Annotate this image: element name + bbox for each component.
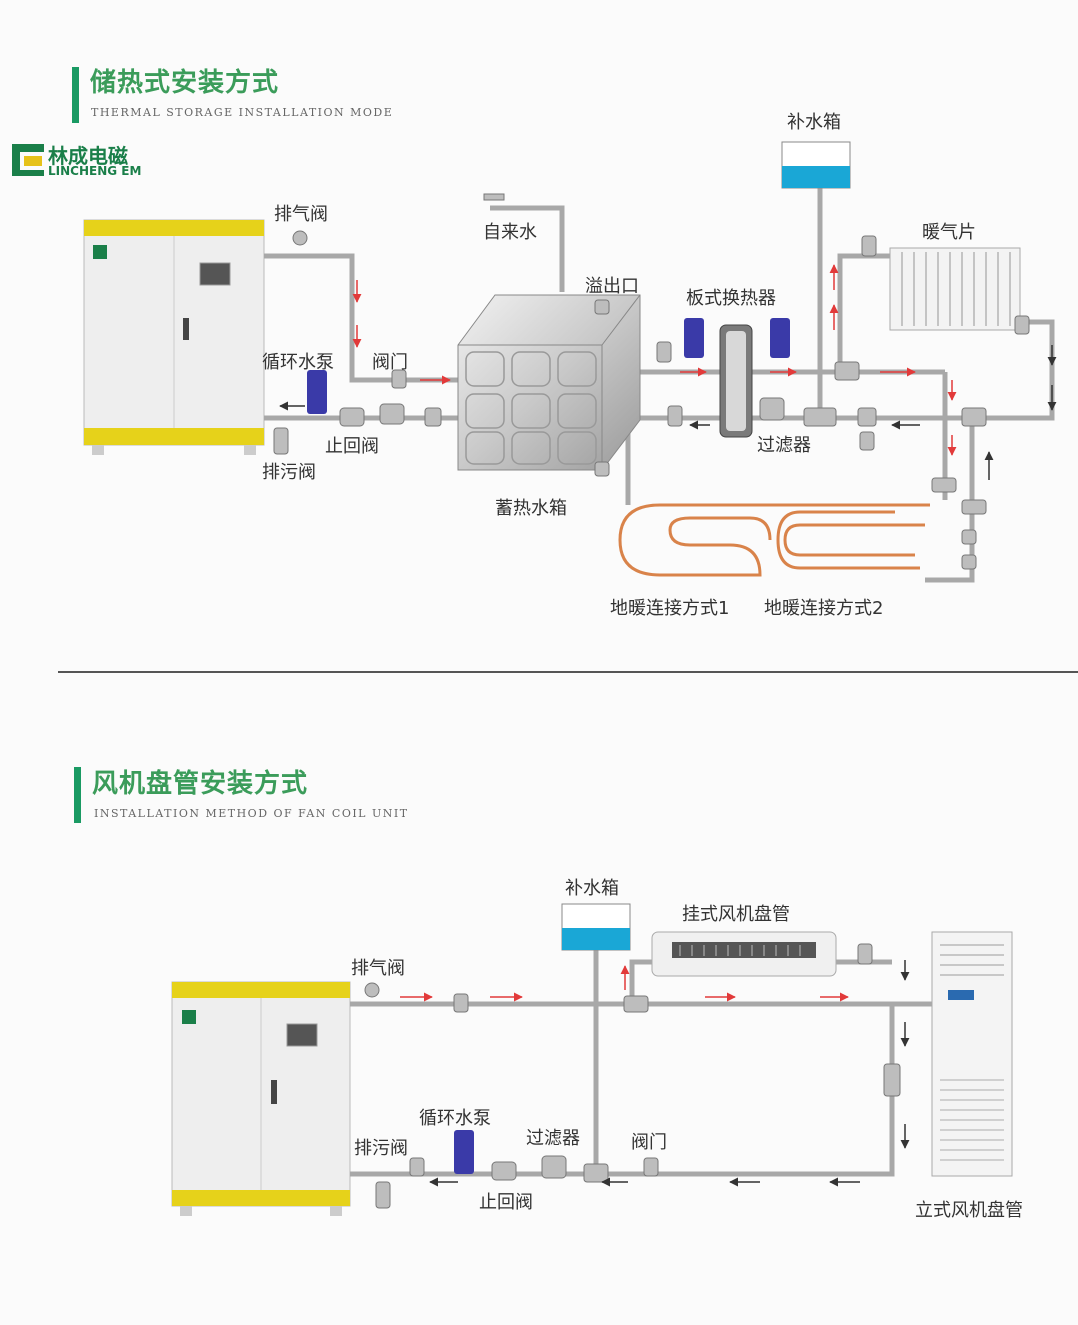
section1-accent-bar xyxy=(72,67,79,123)
storage-tank xyxy=(457,294,641,471)
label-exhaust-valve-2: 排气阀 xyxy=(351,958,405,979)
brand-name-en: LINCHENG EM xyxy=(48,164,142,178)
plate-heat-exchanger xyxy=(719,324,753,438)
label-floor-heat-2: 地暖连接方式2 xyxy=(764,598,884,619)
boiler-unit-1 xyxy=(83,219,265,455)
label-filter-1: 过滤器 xyxy=(757,435,811,456)
floor-fan-coil-unit xyxy=(931,931,1013,1177)
section1-title: 储热式安装方式 xyxy=(90,68,280,98)
section2-accent-bar xyxy=(74,767,81,823)
label-circ-pump-1: 循环水泵 xyxy=(262,352,334,373)
label-circ-pump-2: 循环水泵 xyxy=(419,1108,491,1129)
radiator xyxy=(889,247,1021,331)
floor-heating-coil xyxy=(618,503,930,577)
section1-subtitle: THERMAL STORAGE INSTALLATION MODE xyxy=(91,106,394,119)
valve-icon xyxy=(273,193,1030,570)
flow-arrows xyxy=(352,264,957,456)
makeup-tank-1 xyxy=(781,141,851,189)
label-tap-water: 自来水 xyxy=(483,222,537,243)
section1-diagram xyxy=(83,141,1057,583)
label-filter-2: 过滤器 xyxy=(526,1128,580,1149)
label-overflow: 溢出口 xyxy=(585,276,639,297)
label-valve-2: 阀门 xyxy=(631,1132,667,1153)
valve-icon xyxy=(364,943,901,1209)
section-divider xyxy=(58,671,1078,673)
section2-subtitle: INSTALLATION METHOD OF FAN COIL UNIT xyxy=(94,807,409,820)
makeup-tank-2 xyxy=(561,903,631,951)
label-valve-1: 阀门 xyxy=(372,352,408,373)
brand-logo: 林成电磁 LINCHENG EM xyxy=(8,140,148,180)
wall-fan-coil-unit xyxy=(651,931,837,977)
label-exhaust-valve-1: 排气阀 xyxy=(274,204,328,225)
label-check-valve-2: 止回阀 xyxy=(479,1192,533,1213)
circulation-pump-icon xyxy=(454,1130,474,1174)
brand-logo-icon xyxy=(12,144,44,176)
section2-title: 风机盘管安装方式 xyxy=(92,769,309,799)
label-makeup-tank-2: 补水箱 xyxy=(565,878,619,899)
label-drain-valve-2: 排污阀 xyxy=(354,1138,408,1159)
label-drain-valve-1: 排污阀 xyxy=(262,462,316,483)
label-floor-fan-coil: 立式风机盘管 xyxy=(915,1200,1023,1221)
boiler-unit-2 xyxy=(171,981,351,1216)
brand-name-cn: 林成电磁 xyxy=(48,144,128,168)
label-check-valve-1: 止回阀 xyxy=(325,436,379,457)
label-makeup-tank-1: 补水箱 xyxy=(787,112,841,133)
label-radiator: 暖气片 xyxy=(922,222,976,243)
label-storage-tank: 蓄热水箱 xyxy=(495,498,567,519)
circulation-pump-icon xyxy=(307,318,790,414)
label-plate-exchanger: 板式换热器 xyxy=(686,288,776,309)
label-floor-heat-1: 地暖连接方式1 xyxy=(610,598,730,619)
label-wall-fan-coil: 挂式风机盘管 xyxy=(682,904,790,925)
